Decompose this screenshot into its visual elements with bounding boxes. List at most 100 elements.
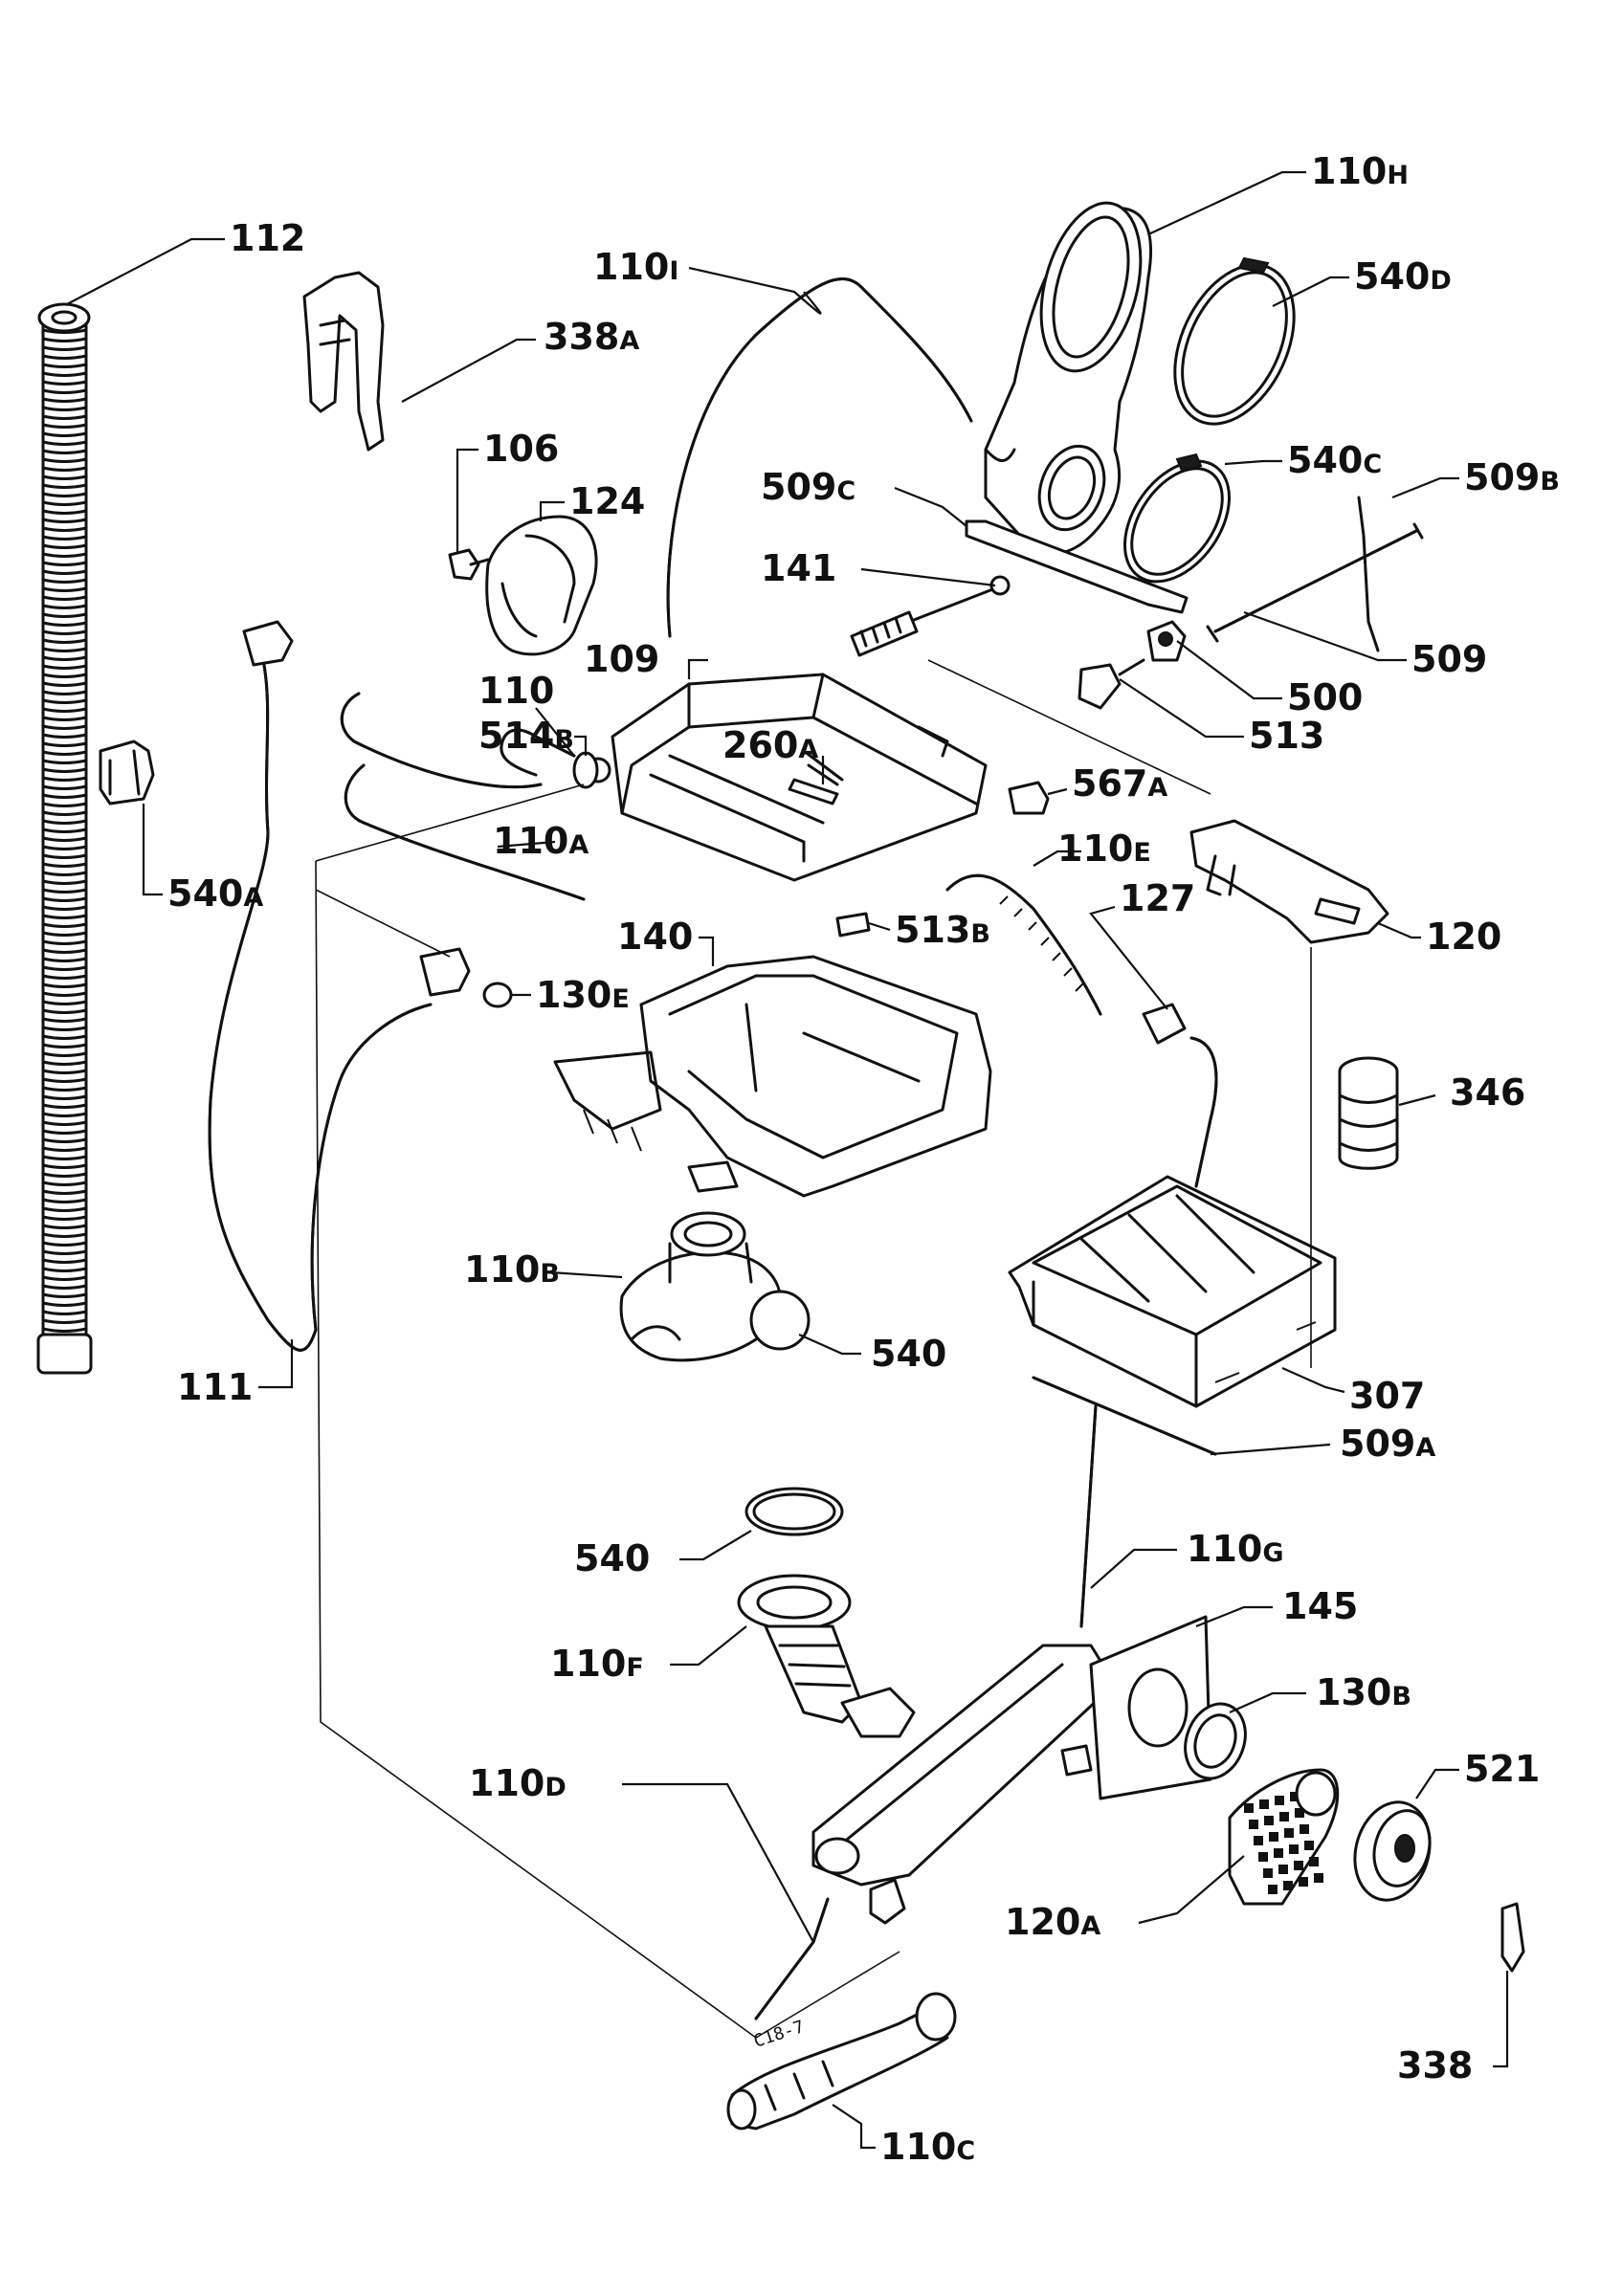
hose-ridge [41, 991, 88, 997]
part-111-inlet-hose[interactable] [208, 620, 471, 1352]
label-110a: 110A [493, 820, 589, 862]
hose-ridge [41, 1258, 88, 1264]
hose-ridge [41, 1000, 88, 1005]
hose-ridge [41, 905, 88, 911]
label-110d: 110D [469, 1762, 567, 1804]
label-567a: 567A [1072, 762, 1167, 805]
hose-ridge [41, 1198, 88, 1203]
part-514b-clamp[interactable] [572, 751, 599, 789]
part-110g-pipe[interactable] [1079, 1404, 1098, 1628]
label-346: 346 [1450, 1071, 1525, 1114]
part-120-cover[interactable] [1189, 819, 1389, 944]
hose-ridge [41, 457, 88, 463]
part-540a-clip[interactable] [99, 740, 155, 806]
hose-ridge [41, 784, 88, 790]
part-260a-lever[interactable] [788, 778, 839, 806]
part-127-hose[interactable] [1142, 1003, 1218, 1188]
hose-ridge [41, 664, 88, 670]
part-110i-hose[interactable] [666, 277, 973, 638]
label-540d: 540D [1354, 255, 1452, 298]
hose-ridge [41, 819, 88, 825]
hose-ridge [41, 595, 88, 601]
hose-ridge [41, 483, 88, 489]
hose-ridge [41, 380, 88, 386]
part-110f-elbow[interactable] [737, 1574, 916, 1738]
part-338a-bracket[interactable] [302, 271, 385, 452]
part-509c-bar[interactable] [965, 519, 1189, 614]
part-513b-plug[interactable] [835, 912, 871, 938]
filter-mesh-cell [1283, 1881, 1293, 1890]
part-141-stem[interactable] [850, 575, 1011, 657]
part-124-cover[interactable] [485, 515, 598, 656]
hose-ridge [41, 733, 88, 739]
part-110-hose[interactable] [340, 692, 576, 789]
hose-ridge [41, 871, 88, 876]
part-112-corrugated-hose[interactable] [36, 302, 93, 1375]
part-130b-ring[interactable] [1175, 1695, 1255, 1787]
filter-mesh-cell [1299, 1877, 1308, 1887]
hose-ridge [41, 492, 88, 497]
part-338-clip[interactable] [1500, 1902, 1525, 1973]
filter-mesh-cell [1279, 1812, 1289, 1821]
part-540-clamp-ring[interactable] [744, 1487, 844, 1536]
part-307-drawer[interactable] [1008, 1175, 1337, 1408]
part-540d-ring[interactable] [1151, 246, 1318, 443]
hose-ridge [41, 741, 88, 747]
hose-ridge [41, 1206, 88, 1212]
hose-ridge [41, 1292, 88, 1298]
label-513: 513 [1249, 715, 1324, 757]
leader-lines [66, 170, 1509, 2150]
part-500-valve[interactable] [1146, 620, 1187, 662]
part-110h-chamber[interactable] [984, 192, 1158, 556]
part-120a-filter[interactable] [1228, 1768, 1340, 1906]
filter-mesh-cell [1309, 1857, 1319, 1866]
hose-ridge [41, 939, 88, 945]
label-509b: 509B [1464, 456, 1560, 498]
hose-ridge [41, 690, 88, 695]
part-567a-block[interactable] [1008, 781, 1050, 815]
part-346-bellows[interactable] [1338, 1056, 1399, 1170]
hose-ridge [41, 1215, 88, 1221]
label-509a: 509A [1340, 1423, 1435, 1465]
hose-ridge [41, 449, 88, 454]
part-509a-rod[interactable] [1032, 1376, 1217, 1456]
part-109-housing[interactable] [585, 673, 988, 882]
part-145-sump[interactable] [811, 1615, 1212, 1925]
hose-ridge [41, 655, 88, 661]
hose-ridge [41, 776, 88, 782]
hose-ridge [41, 552, 88, 558]
hose-ridge [41, 1249, 88, 1255]
hose-ridge [41, 561, 88, 566]
hose-ridge [41, 888, 88, 894]
hose-ridge [41, 1327, 88, 1333]
part-509b-spring[interactable] [1206, 496, 1424, 652]
part-130e-ring[interactable] [482, 982, 513, 1008]
hose-ridge [41, 1137, 88, 1143]
part-540c-ring[interactable] [1103, 442, 1251, 601]
hose-ridge [41, 518, 88, 523]
part-140-tub[interactable] [553, 955, 992, 1198]
part-106-screw[interactable] [448, 548, 490, 581]
hose-ridge [41, 363, 88, 368]
part-521-pulley[interactable] [1344, 1794, 1440, 1909]
filter-mesh-cell [1290, 1792, 1300, 1801]
part-110b-valve[interactable] [619, 1211, 811, 1362]
hose-ridge [41, 914, 88, 919]
label-112: 112 [230, 217, 305, 259]
part-110c-hose[interactable] [726, 1992, 957, 2130]
filter-mesh-cell [1264, 1816, 1274, 1825]
hose-ridge [41, 1129, 88, 1135]
hose-ridge [41, 957, 88, 962]
part-110e-hose[interactable] [945, 873, 1102, 1016]
filter-mesh-cell [1284, 1828, 1294, 1838]
hose-ridge [41, 1017, 88, 1023]
part-110a-hose[interactable] [344, 763, 586, 901]
label-124: 124 [569, 480, 645, 522]
filter-mesh-cell [1244, 1803, 1254, 1813]
hose-ridge [41, 982, 88, 988]
filter-mesh-cell [1268, 1885, 1278, 1894]
hose-ridge [41, 879, 88, 885]
part-513-connector[interactable] [1078, 658, 1145, 710]
label-120a: 120A [1005, 1901, 1100, 1943]
hose-ridge [41, 965, 88, 971]
